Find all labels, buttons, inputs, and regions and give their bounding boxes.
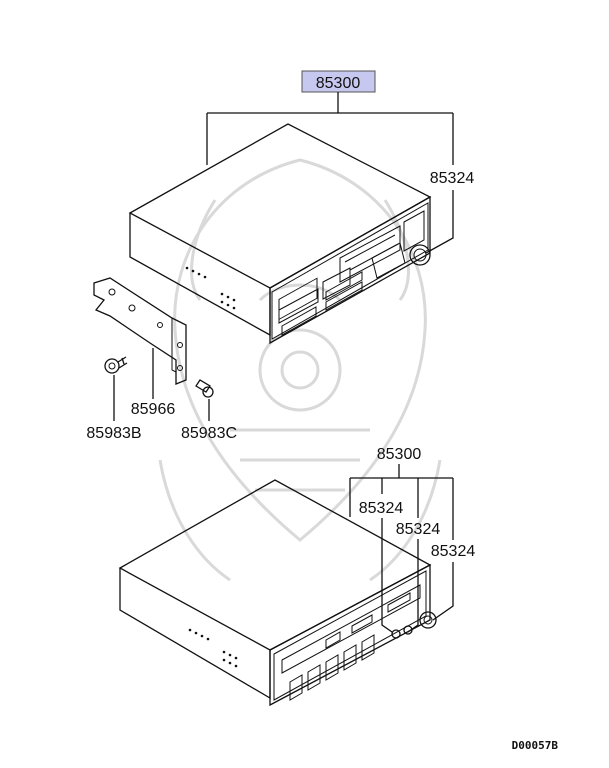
callout-screw-c[interactable]: 85983C	[181, 425, 237, 442]
callout-top-knob[interactable]: 85324	[430, 170, 475, 187]
callout-bracket[interactable]: 85966	[131, 401, 176, 418]
radio-unit-bottom	[118, 479, 437, 707]
callout-screw-b[interactable]: 85983B	[86, 425, 141, 442]
leader-bottom-knob-2	[407, 539, 419, 633]
figure-code: D00057B	[512, 739, 559, 752]
screw-c	[195, 379, 214, 398]
callout-bottom-knob-1[interactable]: 85324	[359, 500, 404, 517]
radio-unit-top	[128, 123, 432, 345]
callout-bottom-knob-3[interactable]: 85324	[431, 543, 476, 560]
leader-top-knob	[425, 190, 454, 254]
callout-top-assembly[interactable]: 85300	[316, 75, 361, 92]
leader-bottom-knob-1	[381, 518, 393, 633]
callout-bottom-knob-2[interactable]: 85324	[396, 521, 441, 538]
leader-top-assembly	[206, 92, 454, 165]
mounting-bracket	[93, 277, 187, 385]
leader-bottom-knob-3	[432, 562, 454, 621]
leader-bottom-assembly	[349, 464, 454, 540]
callout-bottom-assembly[interactable]: 85300	[377, 446, 422, 463]
samurai-helmet-icon	[158, 158, 442, 582]
screw-b	[104, 356, 128, 374]
